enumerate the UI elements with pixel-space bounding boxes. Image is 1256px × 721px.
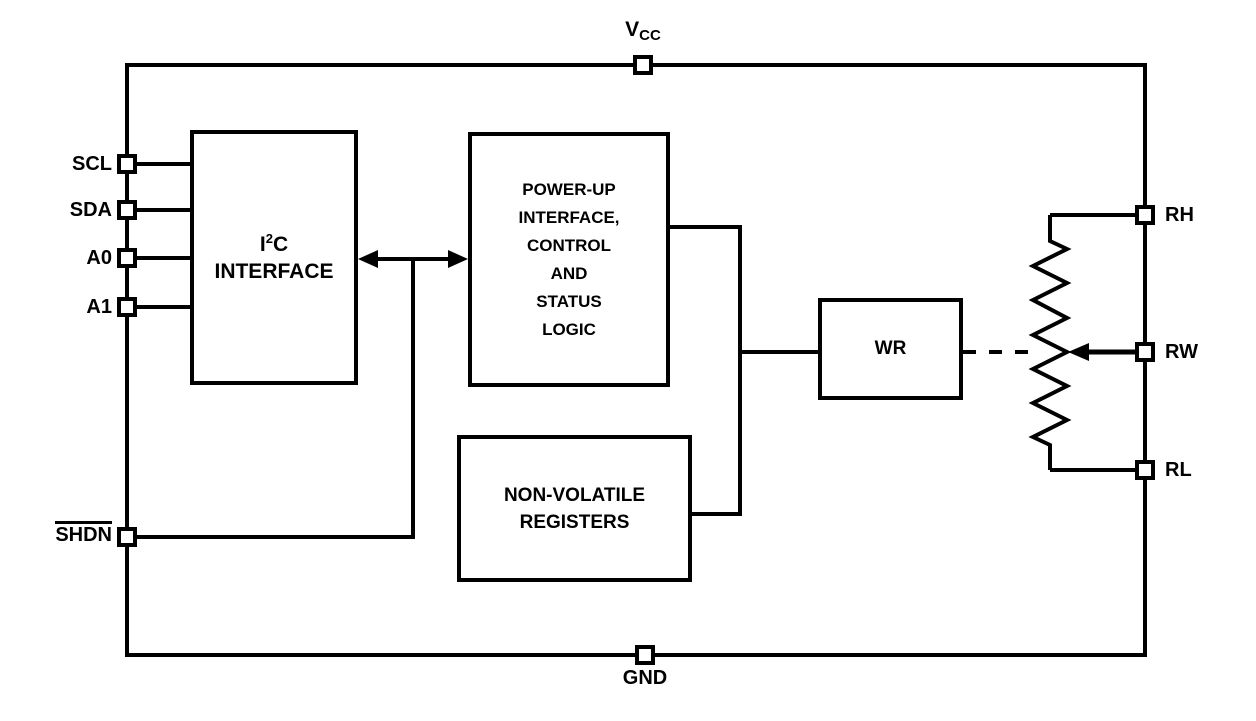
block-powerup-control-status-logic: POWER-UP INTERFACE, CONTROL AND STATUS L… bbox=[468, 132, 670, 387]
pin-label-scl: SCL bbox=[72, 153, 112, 175]
pin-label-vcc: VCC bbox=[625, 18, 661, 44]
i2c-label-line2: INTERFACE bbox=[214, 259, 334, 283]
bidirectional-arrow-right-icon bbox=[448, 250, 468, 268]
scl-pin-icon bbox=[117, 154, 137, 174]
block-wr: WR bbox=[818, 298, 963, 400]
pin-label-a1: A1 bbox=[86, 296, 112, 318]
block-i2c-interface: I2C INTERFACE bbox=[190, 130, 358, 385]
pin-label-shdn: SHDN bbox=[28, 521, 112, 547]
nvr-label-line: NON-VOLATILE bbox=[503, 484, 646, 506]
block-nonvolatile-registers: NON-VOLATILE REGISTERS bbox=[457, 435, 692, 582]
powerup-label-line: STATUS bbox=[536, 291, 602, 311]
rl-pin-icon bbox=[1135, 460, 1155, 480]
pin-label-rh: RH bbox=[1165, 204, 1194, 226]
pin-label-a0: A0 bbox=[86, 247, 112, 269]
gnd-pin-icon bbox=[635, 645, 655, 665]
nvr-label-line: REGISTERS bbox=[519, 511, 630, 533]
sda-pin-icon bbox=[117, 200, 137, 220]
powerup-label-line: INTERFACE, bbox=[518, 207, 620, 227]
wr-label: WR bbox=[874, 338, 907, 359]
shdn-pin-icon bbox=[117, 527, 137, 547]
resistor-icon bbox=[1028, 215, 1072, 470]
rh-pin-icon bbox=[1135, 205, 1155, 225]
a1-pin-icon bbox=[117, 297, 137, 317]
bidirectional-arrow-left-icon bbox=[358, 250, 378, 268]
vcc-pin-icon bbox=[633, 55, 653, 75]
powerup-label-line: LOGIC bbox=[542, 319, 596, 339]
wiper-arrow-icon bbox=[1068, 343, 1089, 361]
powerup-label-line: AND bbox=[550, 263, 588, 283]
powerup-to-registers-wire bbox=[670, 225, 742, 516]
pin-label-rl: RL bbox=[1165, 459, 1192, 481]
pin-label-gnd: GND bbox=[622, 667, 668, 689]
powerup-label-line: CONTROL bbox=[526, 235, 612, 255]
pin-label-rw: RW bbox=[1165, 341, 1198, 363]
a0-pin-icon bbox=[117, 248, 137, 268]
rw-pin-icon bbox=[1135, 342, 1155, 362]
i2c-label-line1: I2C bbox=[259, 230, 289, 256]
powerup-label-line: POWER-UP bbox=[522, 179, 616, 199]
pin-label-sda: SDA bbox=[69, 199, 112, 221]
